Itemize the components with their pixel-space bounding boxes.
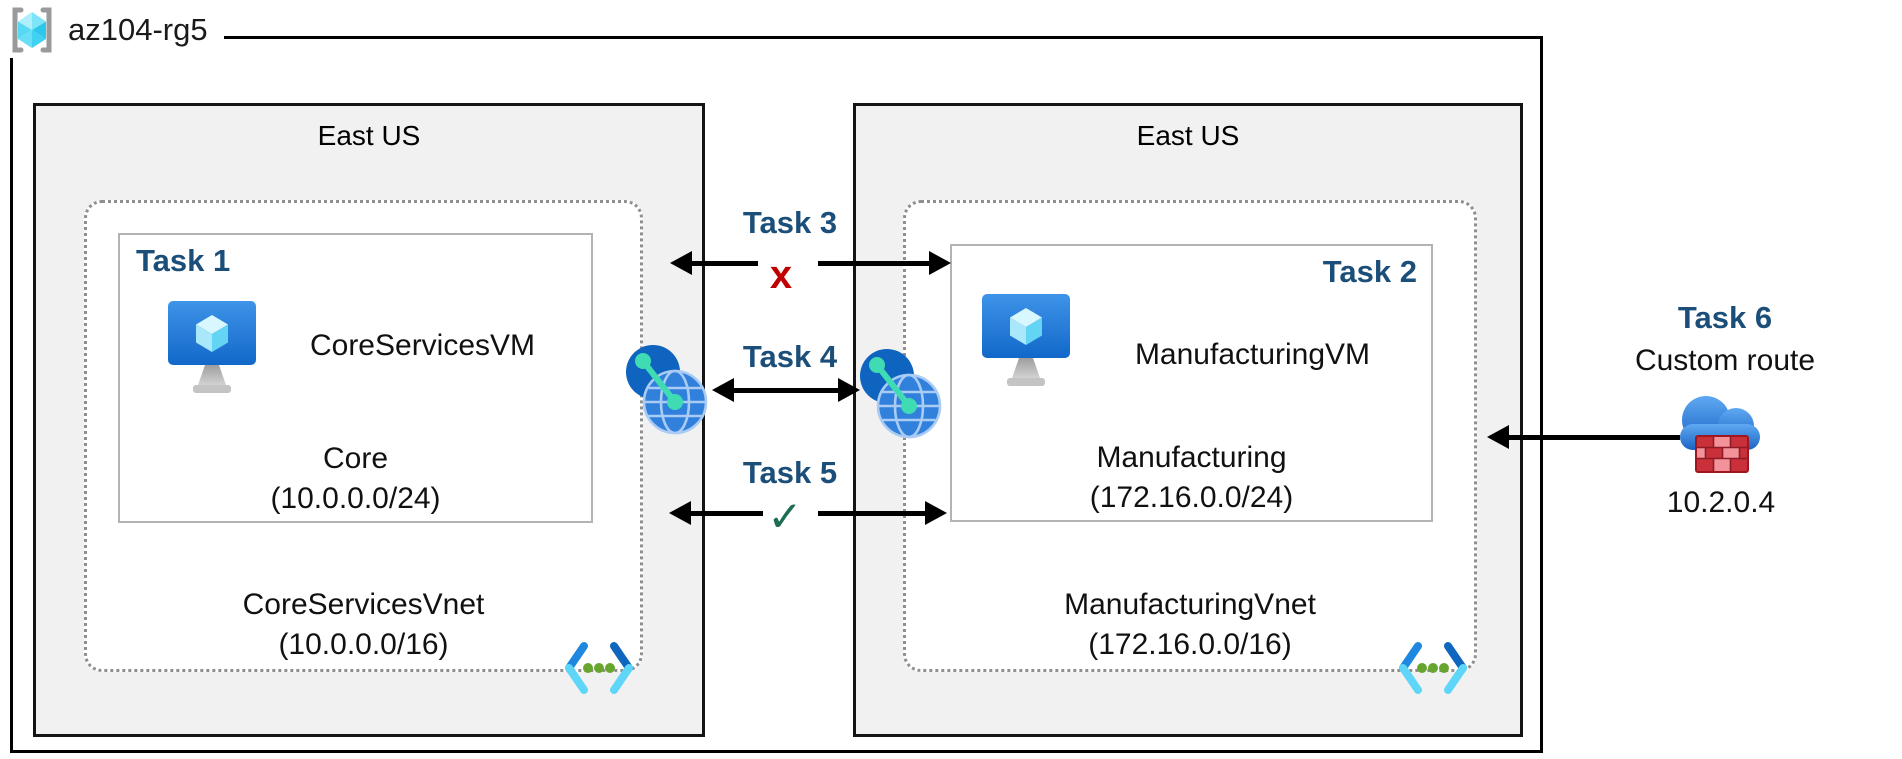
task5-arrowhead-right [925,501,947,525]
task6-nva-ip: 10.2.0.4 [1666,486,1776,519]
vm-name-manufacturing: ManufacturingVM [1134,338,1371,371]
task4-arrow-line [730,388,840,393]
resource-group-label: az104-rg5 [4,2,224,58]
subnet-name: Core [322,442,389,475]
vnet-cidr: (10.0.0.0/16) [278,628,449,661]
subnet-cidr: (172.16.0.0/24) [1089,481,1294,514]
region-left-name: East US [317,120,421,151]
subnet-caption-manufacturing: Manufacturing (172.16.0.0/24) [952,438,1431,518]
resource-group-name: az104-rg5 [68,12,208,47]
resource-group-icon [6,4,58,56]
task5-label: Task 5 [742,455,838,490]
task6-arrowhead [1487,425,1509,449]
task3-arrow-line-left [688,261,758,266]
resource-group-box [10,36,1543,753]
vm-icon [166,297,258,401]
task6-label: Task 6 [1677,300,1773,335]
vnet-peering-icon [856,347,944,446]
vm-name-coreservices: CoreServicesVM [309,329,536,362]
subnet-box-core: Task 1 CoreServicesVM [118,233,593,523]
vnet-cidr: (172.16.0.0/16) [1088,628,1292,661]
task6-arrow-line [1505,435,1680,440]
task3-label: Task 3 [742,205,838,240]
subnet-caption-core: Core (10.0.0.0/24) [120,439,591,519]
subnet-cidr: (10.0.0.0/24) [270,482,441,515]
vnet-peering-icon [622,343,710,442]
task5-allowed-marker: ✓ [767,493,803,540]
task3-blocked-marker: x [769,253,793,297]
task5-arrow-line-right [818,511,927,516]
cloud-firewall-icon [1668,388,1774,485]
vnet-name: CoreServicesVnet [242,588,485,621]
vm-icon [980,290,1072,394]
task4-label: Task 4 [742,339,838,374]
region-right-name: East US [1136,120,1240,151]
task6-subtitle: Custom route [1634,344,1816,377]
task1-label: Task 1 [136,243,231,278]
vnet-caption-coreservices: CoreServicesVnet (10.0.0.0/16) [87,585,640,665]
vnet-caption-manufacturing: ManufacturingVnet (172.16.0.0/16) [906,585,1474,665]
task5-arrow-line-left [687,511,763,516]
subnet-name: Manufacturing [1096,441,1287,474]
task3-arrowhead-right [929,251,951,275]
vnet-name: ManufacturingVnet [1064,588,1316,621]
task2-label: Task 2 [1322,254,1417,289]
vnet-icon [563,642,635,699]
task4-arrowhead-left [712,378,734,402]
vnet-icon [1397,642,1469,699]
task5-arrowhead-left [669,501,691,525]
task3-arrow-line-right [818,261,930,266]
subnet-box-manufacturing: Task 2 ManufacturingVM [950,244,1433,522]
task4-arrowhead-right [838,378,860,402]
task3-arrowhead-left [670,251,692,275]
